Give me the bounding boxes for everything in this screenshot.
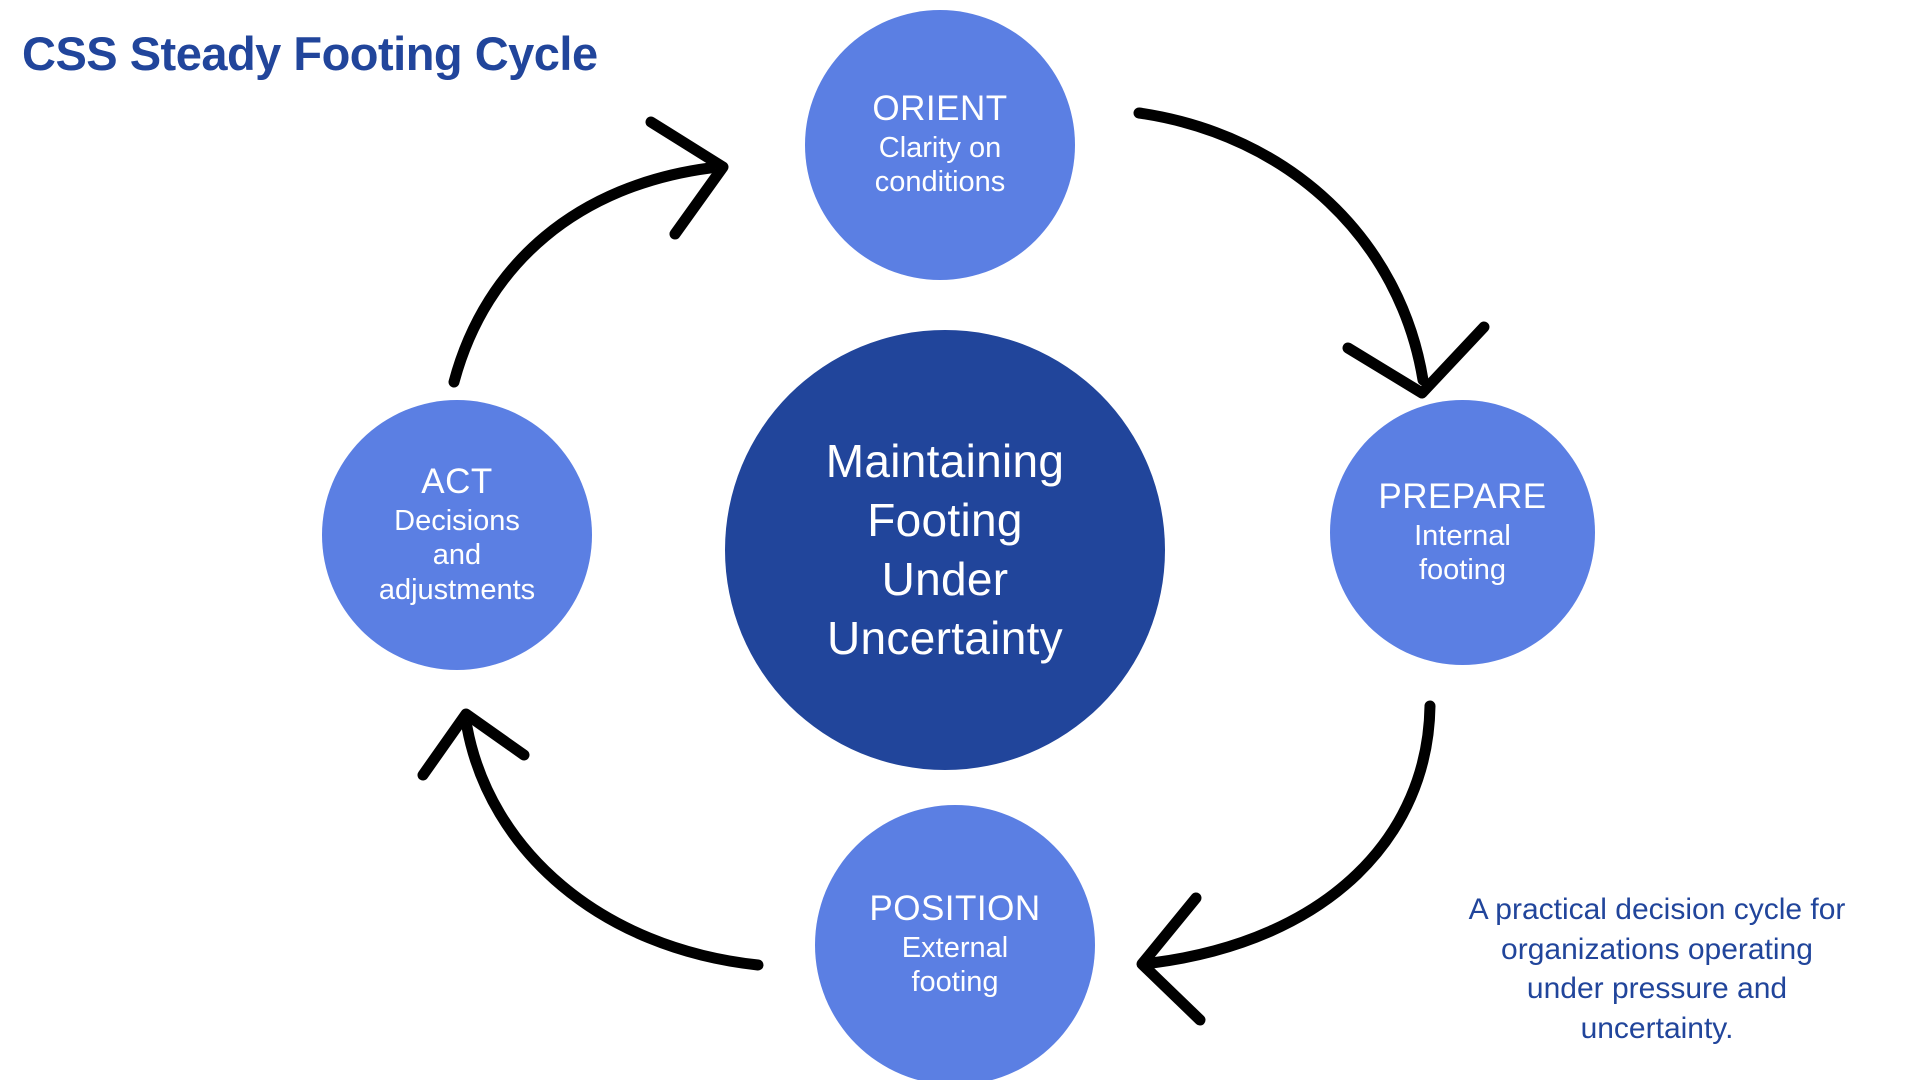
node-act-desc-line-1: Decisions <box>394 505 520 538</box>
arrow-orient-to-prepare <box>1133 107 1490 399</box>
node-act[interactable]: ACT Decisions and adjustments <box>322 400 592 670</box>
node-act-label: ACT <box>421 462 493 502</box>
node-prepare-description: Internal footing <box>1414 519 1511 587</box>
caption-line-2: organizations operating <box>1501 932 1813 966</box>
node-orient-description: Clarity on conditions <box>875 131 1006 199</box>
arrow-act-to-orient <box>448 116 729 388</box>
center-line-4: Uncertainty <box>827 611 1063 664</box>
caption-line-1: A practical decision cycle for <box>1468 893 1846 926</box>
node-prepare[interactable]: PREPARE Internal footing <box>1330 400 1595 665</box>
node-position-desc-line-1: External <box>901 932 1009 965</box>
caption-line-3: under pressure and <box>1526 972 1788 1006</box>
node-prepare-label: PREPARE <box>1378 476 1547 516</box>
arrow-prepare-to-position <box>1136 700 1436 1026</box>
caption-line-4: uncertainty. <box>1580 1011 1734 1045</box>
node-position-desc-line-2: footing <box>911 966 999 999</box>
node-prepare-desc-line-2: footing <box>1418 553 1507 586</box>
node-prepare-desc-line-1: Internal <box>1414 519 1511 552</box>
caption: A practical decision cycle for organizat… <box>1408 890 1906 1048</box>
arrow-position-to-act <box>417 708 764 971</box>
node-orient-desc-line-1: Clarity on <box>878 132 1002 165</box>
center-hub-circle: Maintaining Footing Under Uncertainty <box>725 330 1165 770</box>
node-orient-desc-line-2: conditions <box>874 166 1006 199</box>
node-act-desc-line-3: adjustments <box>378 573 536 606</box>
center-line-3: Under <box>881 553 1009 605</box>
page-title: CSS Steady Footing Cycle <box>22 27 598 80</box>
node-position-label: POSITION <box>869 889 1041 929</box>
node-act-description: Decisions and adjustments <box>379 504 535 607</box>
node-orient-label: ORIENT <box>872 89 1008 129</box>
node-orient[interactable]: ORIENT Clarity on conditions <box>805 10 1075 280</box>
node-position[interactable]: POSITION External footing <box>815 805 1095 1080</box>
node-position-description: External footing <box>902 931 1008 999</box>
node-act-desc-line-2: and <box>432 539 482 572</box>
center-line-2: Footing <box>867 494 1023 547</box>
center-line-1: Maintaining <box>825 435 1065 488</box>
center-hub-text: Maintaining Footing Under Uncertainty <box>800 432 1091 668</box>
